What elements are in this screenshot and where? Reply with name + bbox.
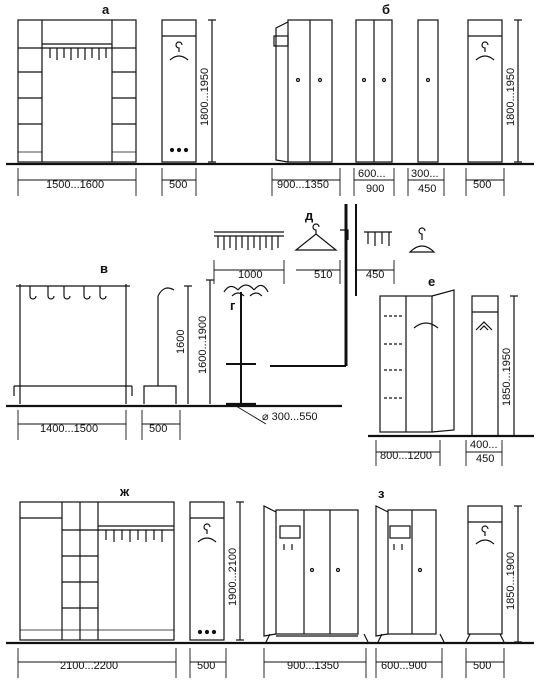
dim-b-height: 1800...1950 <box>505 68 517 126</box>
label-e: е <box>428 274 435 289</box>
dim-d-rack: 1000 <box>238 269 262 281</box>
dim-v-width: 1400...1500 <box>40 423 98 435</box>
dim-z-width-wide: 900...1350 <box>287 660 339 672</box>
dim-g-base: ⌀ 300...550 <box>262 411 318 423</box>
dim-e-side-top: 400... <box>470 439 498 451</box>
label-v: в <box>100 261 108 276</box>
label-d: д <box>305 208 314 223</box>
dim-a-width: 1500...1600 <box>46 179 104 191</box>
dims-row1 <box>17 168 505 196</box>
group-z: з 1850...1900 <box>263 486 522 643</box>
dim-b-width-narrow-bottom: 450 <box>418 183 436 195</box>
dim-zh-side: 500 <box>197 660 215 672</box>
group-v: в 1600 <box>13 261 192 404</box>
group-zh: ж 1900...2100 <box>19 484 244 641</box>
dims-row2 <box>17 410 181 440</box>
group-e: е 1850...1950 <box>379 274 518 437</box>
dim-z-height: 1850...1900 <box>505 552 517 610</box>
dim-b-width-mid-top: 600... <box>358 168 386 180</box>
dim-d-hanger: 510 <box>314 269 332 281</box>
dim-b-width-wide: 900...1350 <box>277 179 329 191</box>
dim-zh-width: 2100...2200 <box>60 660 118 672</box>
group-b: б 1800...1950 <box>273 2 522 163</box>
dim-d-small: 450 <box>366 269 384 281</box>
dim-e-width: 800...1200 <box>380 450 432 462</box>
label-z: з <box>378 486 385 501</box>
dim-b-side: 500 <box>473 179 491 191</box>
group-g: г 1600...1900 <box>197 279 269 425</box>
group-a: а <box>17 2 137 163</box>
label-zh: ж <box>119 484 130 499</box>
label-b: б <box>382 2 390 17</box>
dim-v-side: 500 <box>149 423 167 435</box>
dims-row3 <box>17 648 505 678</box>
group-a-side: 1800...1950 <box>161 19 216 163</box>
label-a: а <box>102 2 110 17</box>
group-d: д <box>213 204 436 367</box>
dim-z-width-narrow: 600...900 <box>381 660 427 672</box>
dim-a-side: 500 <box>169 179 187 191</box>
dim-g-height: 1600...1900 <box>197 316 209 374</box>
dim-b-width-narrow-top: 300... <box>411 168 439 180</box>
dim-z-side: 500 <box>473 660 491 672</box>
dim-v-height: 1600 <box>175 330 187 354</box>
label-g: г <box>230 298 236 313</box>
dim-zh-height: 1900...2100 <box>227 548 239 606</box>
dim-a-height: 1800...1950 <box>199 68 211 126</box>
dim-e-height: 1850...1950 <box>501 348 513 406</box>
dim-b-width-mid-bottom: 900 <box>366 183 384 195</box>
dim-e-side-bottom: 450 <box>476 453 494 465</box>
